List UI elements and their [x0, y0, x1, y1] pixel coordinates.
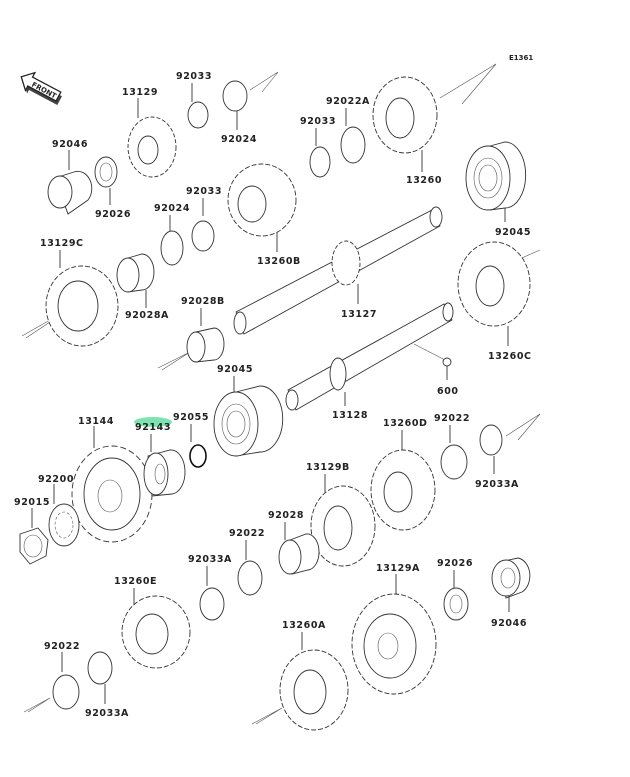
highlight-marker: [134, 417, 172, 427]
part-13260B[interactable]: 13260B: [227, 163, 301, 267]
part-92024[interactable]: 92024: [154, 203, 190, 266]
part-label: 13260: [406, 175, 442, 186]
part-label: 13260A: [282, 620, 326, 631]
part-label: 92046: [52, 139, 88, 150]
part-label: 92055: [173, 412, 209, 423]
part-13260A[interactable]: 13260A: [279, 620, 349, 731]
part-label: 92022: [229, 528, 265, 539]
part-label: 92033A: [475, 479, 519, 490]
part-92026[interactable]: 92026: [437, 558, 473, 621]
part-92033[interactable]: 92033: [300, 116, 336, 178]
part-label: 92022: [434, 413, 470, 424]
part-92046[interactable]: 92046: [47, 139, 93, 215]
part-label: 92024: [154, 203, 190, 214]
part-92022A[interactable]: 92022A: [326, 96, 370, 164]
part-92055[interactable]: 92055: [173, 412, 209, 468]
part-label: 92045: [217, 364, 253, 375]
part-13260E[interactable]: 13260E: [114, 576, 191, 669]
part-label: 92026: [95, 209, 131, 220]
part-92033A[interactable]: 92033A: [85, 651, 129, 719]
part-13129C[interactable]: 13129C: [40, 238, 119, 347]
part-92028B[interactable]: 92028B: [181, 296, 225, 363]
part-label: 13260B: [257, 256, 301, 267]
part-92022[interactable]: 92022: [44, 641, 80, 710]
part-92022[interactable]: 92022: [434, 413, 470, 480]
part-label: 13128: [332, 410, 368, 421]
part-92022[interactable]: 92022: [229, 528, 265, 596]
part-92143[interactable]: 92143: [134, 417, 186, 497]
part-label: 92143: [135, 422, 171, 433]
part-label: 13260D: [383, 418, 428, 429]
part-label: 13144: [78, 416, 114, 427]
part-label: 92028A: [125, 310, 169, 321]
part-92046[interactable]: 92046: [491, 557, 531, 629]
part-label: 92028B: [181, 296, 225, 307]
part-92024[interactable]: 92024: [221, 80, 257, 145]
axis-indicators: [21, 63, 541, 725]
part-92028[interactable]: 92028: [268, 510, 320, 575]
part-92028A[interactable]: 92028A: [116, 253, 169, 321]
part-label: 92026: [437, 558, 473, 569]
part-label: 92046: [491, 618, 527, 629]
part-label: 92022: [44, 641, 80, 652]
part-92015[interactable]: 92015: [14, 497, 50, 565]
part-92200[interactable]: 92200: [38, 474, 80, 547]
part-13129B[interactable]: 13129B: [306, 462, 376, 567]
part-92033[interactable]: 92033: [186, 186, 222, 252]
part-label: 92033A: [85, 708, 129, 719]
part-13129[interactable]: 13129: [122, 87, 177, 178]
part-label: 92045: [495, 227, 531, 238]
part-label: 600: [437, 386, 459, 397]
part-92033A[interactable]: 92033A: [188, 554, 232, 621]
part-13260[interactable]: 13260: [372, 76, 442, 186]
front-arrow-icon: FRONT: [20, 71, 62, 106]
part-label: 13129: [122, 87, 158, 98]
part-92026[interactable]: 92026: [94, 156, 131, 220]
part-13128[interactable]: 13128: [285, 302, 454, 421]
part-13129A[interactable]: 13129A: [351, 563, 437, 695]
part-13144[interactable]: 13144: [71, 416, 153, 543]
part-92033A[interactable]: 92033A: [475, 424, 519, 490]
part-label: 13260E: [114, 576, 157, 587]
part-label: 92033A: [188, 554, 232, 565]
part-92045[interactable]: 92045: [213, 364, 284, 457]
part-label: 13260C: [488, 351, 532, 362]
part-13260D[interactable]: 13260D: [370, 418, 436, 531]
part-13260C[interactable]: 13260C: [457, 241, 532, 362]
part-label: 92024: [221, 134, 257, 145]
part-label: 92200: [38, 474, 74, 485]
part-label: 13127: [341, 309, 377, 320]
part-label: 13129B: [306, 462, 350, 473]
part-label: 92015: [14, 497, 50, 508]
part-13127[interactable]: 13127: [233, 206, 443, 335]
part-92033[interactable]: 92033: [176, 71, 212, 129]
diagram-code: E1361: [509, 54, 533, 62]
part-label: 92028: [268, 510, 304, 521]
part-label: 13129A: [376, 563, 420, 574]
part-label: 92033: [186, 186, 222, 197]
part-label: 92033: [176, 71, 212, 82]
part-label: 92033: [300, 116, 336, 127]
part-label: 92022A: [326, 96, 370, 107]
part-92045[interactable]: 92045: [465, 141, 531, 238]
part-600[interactable]: 600: [413, 343, 459, 397]
part-label: 13129C: [40, 238, 84, 249]
